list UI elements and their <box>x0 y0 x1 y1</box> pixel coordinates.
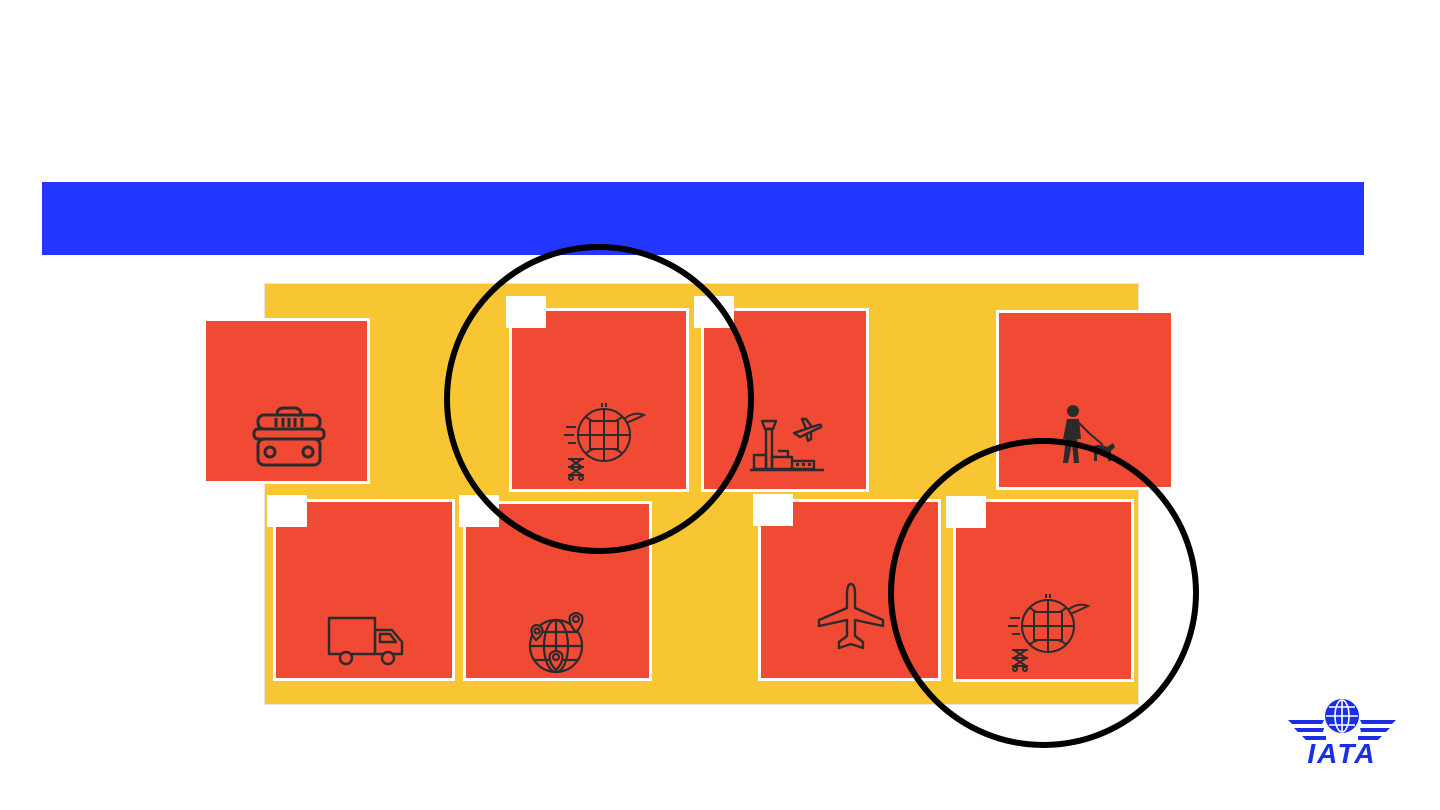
tile-tab <box>946 496 986 528</box>
tile-tab <box>459 495 499 527</box>
cargo-globe-icon <box>564 403 647 481</box>
airport-icon <box>750 417 824 472</box>
tile-tab <box>267 495 307 527</box>
iata-logo-text: IATA <box>1307 738 1377 769</box>
globe-location-icon <box>528 611 584 674</box>
cargo-globe-tile-top[interactable] <box>509 308 689 492</box>
airplane-icon <box>817 582 885 650</box>
tile-tab <box>506 296 546 328</box>
pet-carrier-icon <box>252 406 326 467</box>
airport-tile[interactable] <box>701 308 869 492</box>
pet-carrier-tile[interactable] <box>203 318 370 484</box>
globe-locations-tile[interactable] <box>463 501 652 681</box>
tile-tab <box>694 296 734 328</box>
airplane-tile[interactable] <box>758 499 941 681</box>
tile-tab <box>753 494 793 526</box>
dog-walker-tile[interactable] <box>996 310 1174 490</box>
cargo-globe-tile-bottom[interactable] <box>953 499 1134 682</box>
delivery-truck-tile[interactable] <box>273 499 455 681</box>
dog-walker-icon <box>1063 405 1115 463</box>
top-banner <box>42 182 1364 255</box>
iata-logo: IATA <box>1286 698 1398 768</box>
iata-globe-wings-logo <box>1288 699 1396 740</box>
cargo-globe-icon <box>1008 594 1091 672</box>
delivery-truck-icon <box>327 616 404 666</box>
